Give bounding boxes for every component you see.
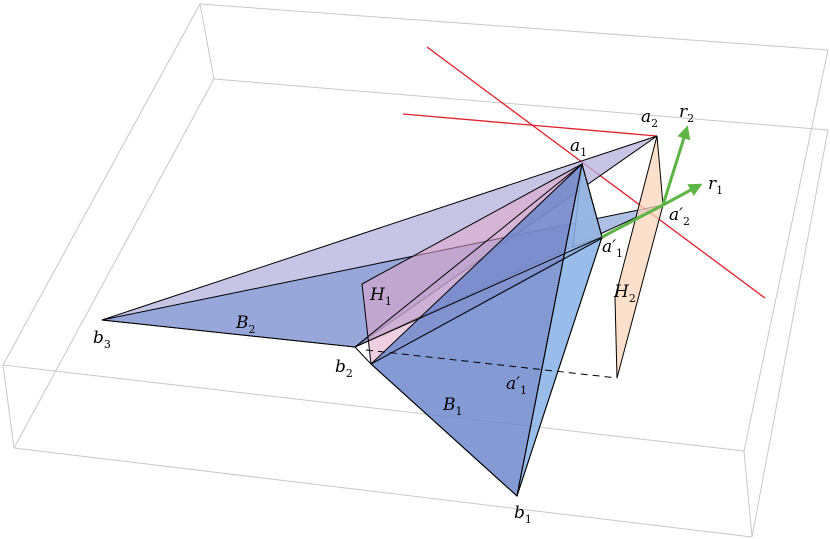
label-r2: r2 (679, 102, 694, 125)
box-right-bottom-edge (751, 129, 829, 538)
red-line-horizontal (402, 113, 658, 137)
box-front-vertical-right (743, 450, 753, 538)
dashed-edge-b2-h2 (365, 349, 618, 379)
edge-b2-a1 (354, 163, 583, 348)
label-H2: H2 (613, 282, 636, 305)
edge-b2-b2 (354, 346, 372, 365)
edge-a1p-b1 (516, 236, 603, 497)
box-left-bottom-edge (13, 78, 215, 449)
label-a1: a1 (570, 136, 587, 159)
box-front-vertical-left (2, 364, 15, 449)
edge-a1-b1 (516, 163, 583, 497)
label-B2: B2 (235, 313, 256, 336)
box-back-vertical-edge (199, 3, 215, 80)
label-a2p: a′2 (669, 205, 690, 228)
label-a1p-upper: a′1 (602, 237, 623, 260)
label-b3: b3 (93, 328, 111, 351)
labels: b3 b2 b1 B2 B1 H1 H2 a1 a2 a′1 a′1 a′2 r… (93, 102, 723, 526)
box-back-bottom-edge (213, 78, 829, 131)
label-r1: r1 (708, 174, 723, 197)
box-right-top-edge (743, 49, 829, 452)
box-front-top-edge (2, 364, 745, 452)
edge-a1-a1p (581, 163, 603, 238)
box-back-left-edge (2, 3, 201, 366)
arrow-r1 (662, 183, 703, 207)
label-a2: a2 (641, 107, 658, 130)
label-B1: B1 (442, 395, 463, 418)
edge-b2-a1p (354, 236, 603, 348)
label-a1p-lower: a′1 (506, 374, 527, 397)
bounding-box (2, 3, 829, 538)
box-back-top-edge (199, 3, 829, 51)
edge-b2-b1 (370, 363, 518, 497)
arrow-a1p-a2p (601, 203, 664, 239)
box-front-bottom-edge (13, 447, 753, 538)
label-b1: b1 (514, 503, 532, 526)
label-H1: H1 (369, 285, 392, 308)
label-b2: b2 (335, 357, 353, 380)
green-arrows (601, 125, 703, 239)
arrow-r2 (661, 125, 691, 206)
